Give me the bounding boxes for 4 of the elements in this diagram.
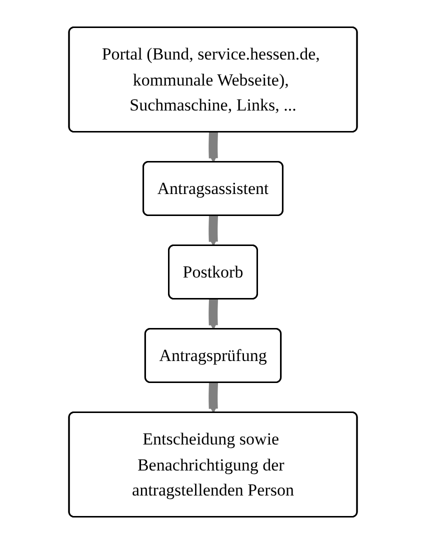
arrow [208,130,218,163]
arrow [208,214,218,246]
arrow [208,380,218,414]
arrow [208,297,218,330]
